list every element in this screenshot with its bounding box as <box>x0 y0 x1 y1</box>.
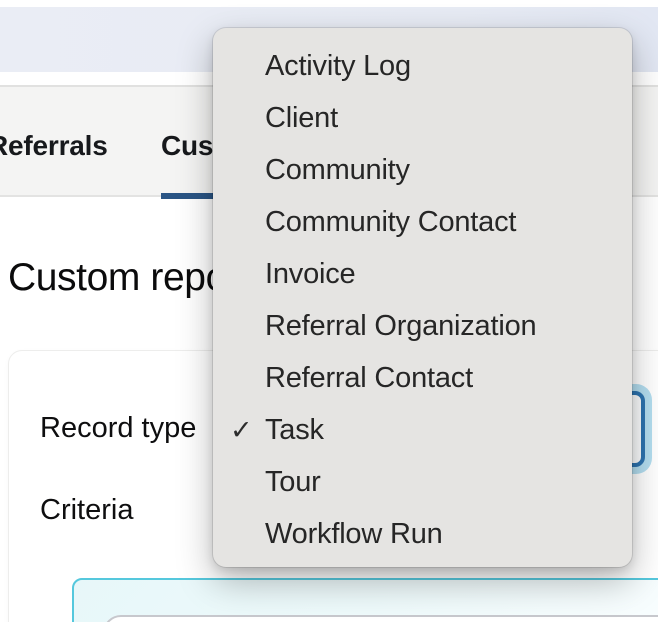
menu-item-client[interactable]: Client <box>213 92 632 144</box>
menu-item-label: Community Contact <box>265 206 517 238</box>
menu-item-workflow-run[interactable]: Workflow Run <box>213 508 632 560</box>
menu-item-invoice[interactable]: Invoice <box>213 248 632 300</box>
menu-item-label: Activity Log <box>265 50 411 82</box>
menu-item-label: Referral Organization <box>265 310 537 342</box>
menu-item-community-contact[interactable]: Community Contact <box>213 196 632 248</box>
menu-item-label: Referral Contact <box>265 362 473 394</box>
menu-item-community[interactable]: Community <box>213 144 632 196</box>
record-type-label: Record type <box>40 412 197 444</box>
tab-referrals[interactable]: Referrals <box>0 130 108 161</box>
menu-item-label: Workflow Run <box>265 518 443 550</box>
menu-item-task[interactable]: ✓ Task <box>213 404 632 456</box>
menu-item-label: Tour <box>265 466 321 498</box>
menu-item-label: Client <box>265 102 338 134</box>
menu-item-label: Invoice <box>265 258 356 290</box>
criteria-label: Criteria <box>40 494 134 526</box>
menu-item-referral-contact[interactable]: Referral Contact <box>213 352 632 404</box>
criteria-row[interactable] <box>103 615 658 622</box>
menu-item-label: Task <box>265 414 324 446</box>
record-type-dropdown-menu: Activity Log Client Community Community … <box>213 28 632 567</box>
menu-item-label: Community <box>265 154 410 186</box>
menu-item-tour[interactable]: Tour <box>213 456 632 508</box>
menu-item-activity-log[interactable]: Activity Log <box>213 40 632 92</box>
criteria-highlighted-region[interactable] <box>72 578 658 622</box>
check-icon: ✓ <box>230 415 253 445</box>
menu-item-referral-organization[interactable]: Referral Organization <box>213 300 632 352</box>
